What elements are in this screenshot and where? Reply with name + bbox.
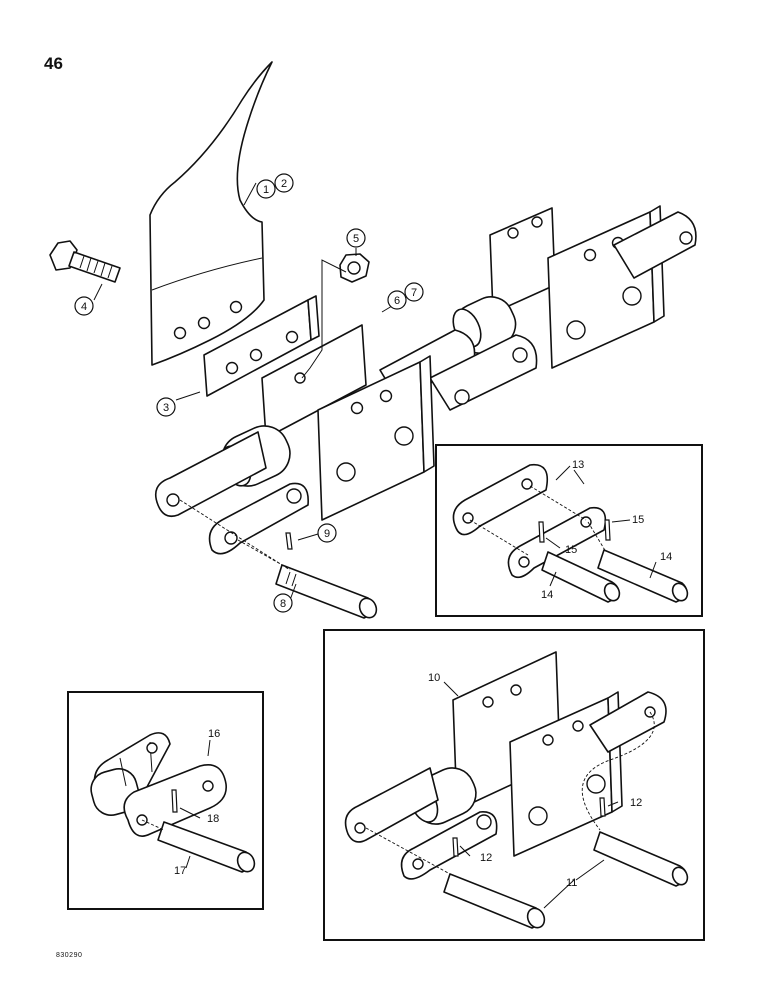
callout-17: 17: [174, 865, 186, 877]
svg-text:7: 7: [411, 287, 417, 299]
box1-inner-link: [507, 506, 607, 579]
callout-11: 11: [566, 877, 577, 889]
svg-text:8: 8: [280, 598, 286, 610]
callout-13: 13: [572, 459, 584, 471]
front-center-plate: [317, 355, 435, 521]
box2-pin-left: [443, 873, 546, 929]
callout-14-left: 14: [541, 589, 553, 601]
callout-2: 2: [274, 173, 294, 193]
callout-7: 7: [404, 282, 424, 302]
bolt-part: [49, 240, 121, 283]
callout-16: 16: [208, 728, 220, 740]
left-chain-links: [154, 431, 309, 555]
callout-12-left: 12: [480, 852, 492, 864]
svg-text:4: 4: [81, 301, 87, 313]
spacer-bar-part: [203, 295, 320, 397]
box1-outer-link: [452, 463, 549, 536]
box1-pin-right: [597, 549, 689, 603]
svg-text:1: 1: [263, 184, 269, 196]
detail-box-13-15: [435, 444, 703, 617]
right-chain-link: [613, 211, 697, 279]
box3-pin-17: [157, 821, 256, 873]
upper-attachment-plate: [489, 207, 556, 314]
callout-3: 3: [156, 397, 176, 417]
box2-left-links: [344, 767, 498, 880]
bucket-tooth-part: [149, 61, 273, 366]
svg-text:9: 9: [324, 528, 330, 540]
callout-9: 9: [317, 523, 337, 543]
callout-15-left: 15: [565, 544, 577, 556]
attachment-plate-part: [261, 324, 367, 439]
svg-text:3: 3: [163, 402, 169, 414]
callout-12-right: 12: [630, 797, 642, 809]
callout-18: 18: [207, 813, 219, 825]
drawing-code: 830290: [56, 952, 83, 959]
box2-upper-plate: [509, 691, 623, 857]
detail-box-16-18: [67, 691, 264, 910]
callout-14-right: 14: [660, 551, 672, 563]
box1-pin-left: [541, 551, 621, 603]
nut-part: [339, 253, 370, 283]
box2-pin-right: [593, 831, 689, 887]
callout-8: 8: [273, 593, 293, 613]
callout-4: 4: [74, 296, 94, 316]
detail-box-10-12: [323, 629, 705, 941]
pin-part: [275, 564, 378, 619]
callout-15-right: 15: [632, 514, 644, 526]
callout-5: 5: [346, 228, 366, 248]
cotter-pin-part: [285, 532, 293, 550]
callout-1: 1: [256, 179, 276, 199]
svg-text:5: 5: [353, 233, 359, 245]
page-number: 46: [44, 54, 63, 73]
callout-10: 10: [428, 672, 440, 684]
box3-link-16: [90, 732, 227, 837]
svg-text:2: 2: [281, 178, 287, 190]
callout-6: 6: [387, 290, 407, 310]
svg-text:6: 6: [394, 295, 400, 307]
